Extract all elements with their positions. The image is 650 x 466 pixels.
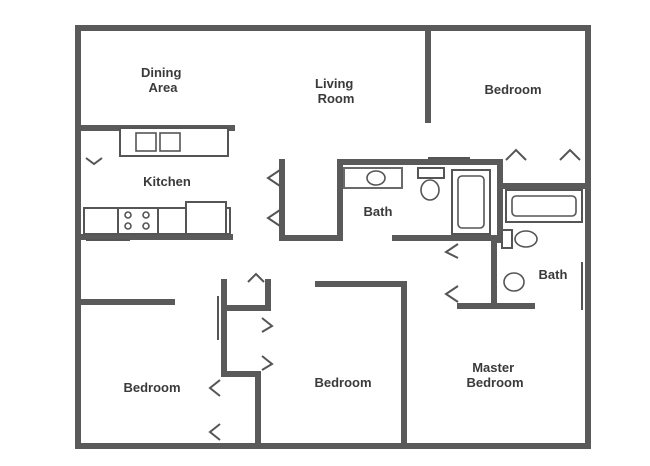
bath-center-label: Bath — [364, 204, 393, 219]
bath-center-sink — [343, 167, 403, 189]
master-bedroom-label: Master Bedroom — [466, 360, 523, 390]
bath-center-toilet — [417, 167, 445, 201]
exterior-walls — [75, 25, 591, 449]
door-swings — [85, 148, 583, 441]
living-room-label: Living Room — [315, 76, 357, 106]
bath-center-tub — [451, 169, 491, 235]
kitchen-sink — [119, 127, 229, 157]
bath-right-tub — [505, 189, 583, 223]
bedroom-bottom-center-label: Bedroom — [314, 375, 371, 390]
dining-area-label: Dining Area — [141, 65, 185, 95]
interior-walls — [79, 25, 591, 449]
kitchen-label: Kitchen — [143, 174, 191, 189]
kitchen-stove — [117, 207, 159, 235]
bedroom-bottom-left-label: Bedroom — [123, 380, 180, 395]
bath-right-sink — [503, 272, 525, 292]
refrigerator — [185, 201, 227, 235]
bath-right-label: Bath — [539, 267, 568, 282]
bedroom-top-right-label: Bedroom — [484, 82, 541, 97]
bath-right-toilet — [501, 229, 538, 249]
